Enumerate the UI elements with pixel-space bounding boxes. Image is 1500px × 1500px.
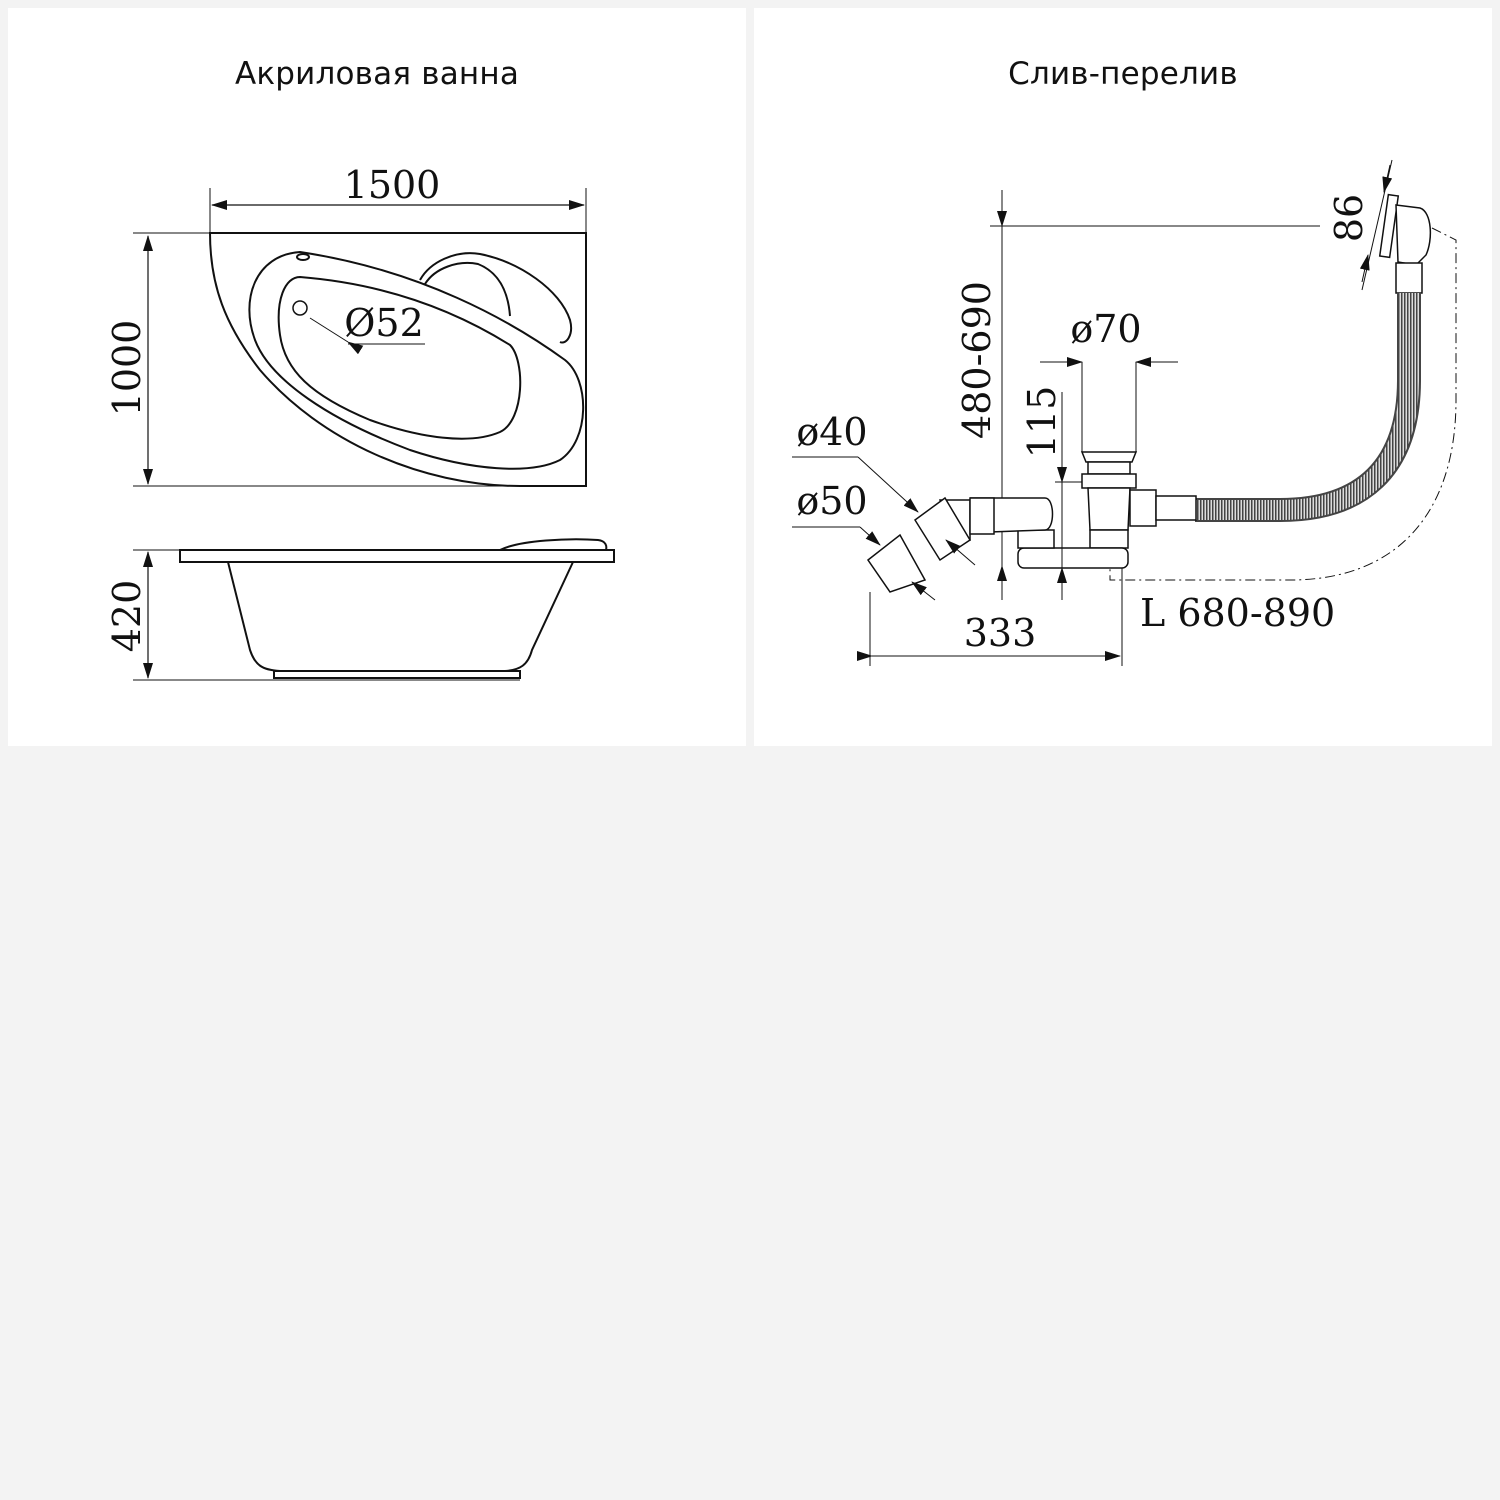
dimension-height: 420 — [105, 549, 520, 681]
hose-length-label: L 680-890 — [1140, 591, 1335, 635]
svg-text:Ø52: Ø52 — [344, 301, 424, 345]
overflow-head — [1378, 193, 1432, 294]
panel-title: Акриловая ванна — [234, 56, 520, 92]
panel-drain-overflow: Слив-перелив 480-690 86 — [754, 8, 1492, 746]
svg-text:ø40: ø40 — [796, 410, 867, 454]
bath-drawing: 1500 1000 Ø52 — [105, 163, 615, 681]
drain-valve — [866, 451, 1197, 593]
svg-text:333: 333 — [964, 611, 1037, 655]
svg-text:ø70: ø70 — [1070, 307, 1141, 351]
dimension-outlet-diameters: ø40 ø50 — [792, 410, 976, 601]
dimension-drain-diameter: ø70 — [1040, 307, 1178, 452]
dimension-overflow-size: 86 — [1327, 159, 1393, 291]
dimension-drain: Ø52 — [309, 301, 425, 355]
svg-text:1500: 1500 — [344, 163, 441, 207]
svg-text:420: 420 — [105, 580, 149, 653]
panel-acrylic-bath: Акриловая ванна 1500 1000 — [8, 8, 746, 746]
dimension-length: 1500 — [209, 163, 587, 236]
hose-length-guide — [1109, 227, 1457, 581]
bath-side-view — [179, 538, 615, 679]
svg-text:86: 86 — [1327, 194, 1371, 242]
panel-title: Слив-перелив — [1008, 56, 1238, 92]
svg-text:480-690: 480-690 — [955, 281, 999, 439]
drain-drawing: 480-690 86 — [792, 159, 1457, 666]
svg-text:115: 115 — [1020, 386, 1064, 459]
dimension-drain-height: 115 — [1020, 386, 1082, 600]
dimension-width: 1000 — [105, 232, 586, 487]
bath-top-view — [208, 232, 587, 487]
dimension-overflow-height: 480-690 — [955, 190, 1320, 600]
dimension-width: 333 — [857, 568, 1123, 666]
svg-text:1000: 1000 — [105, 320, 149, 417]
svg-text:ø50: ø50 — [796, 479, 867, 523]
